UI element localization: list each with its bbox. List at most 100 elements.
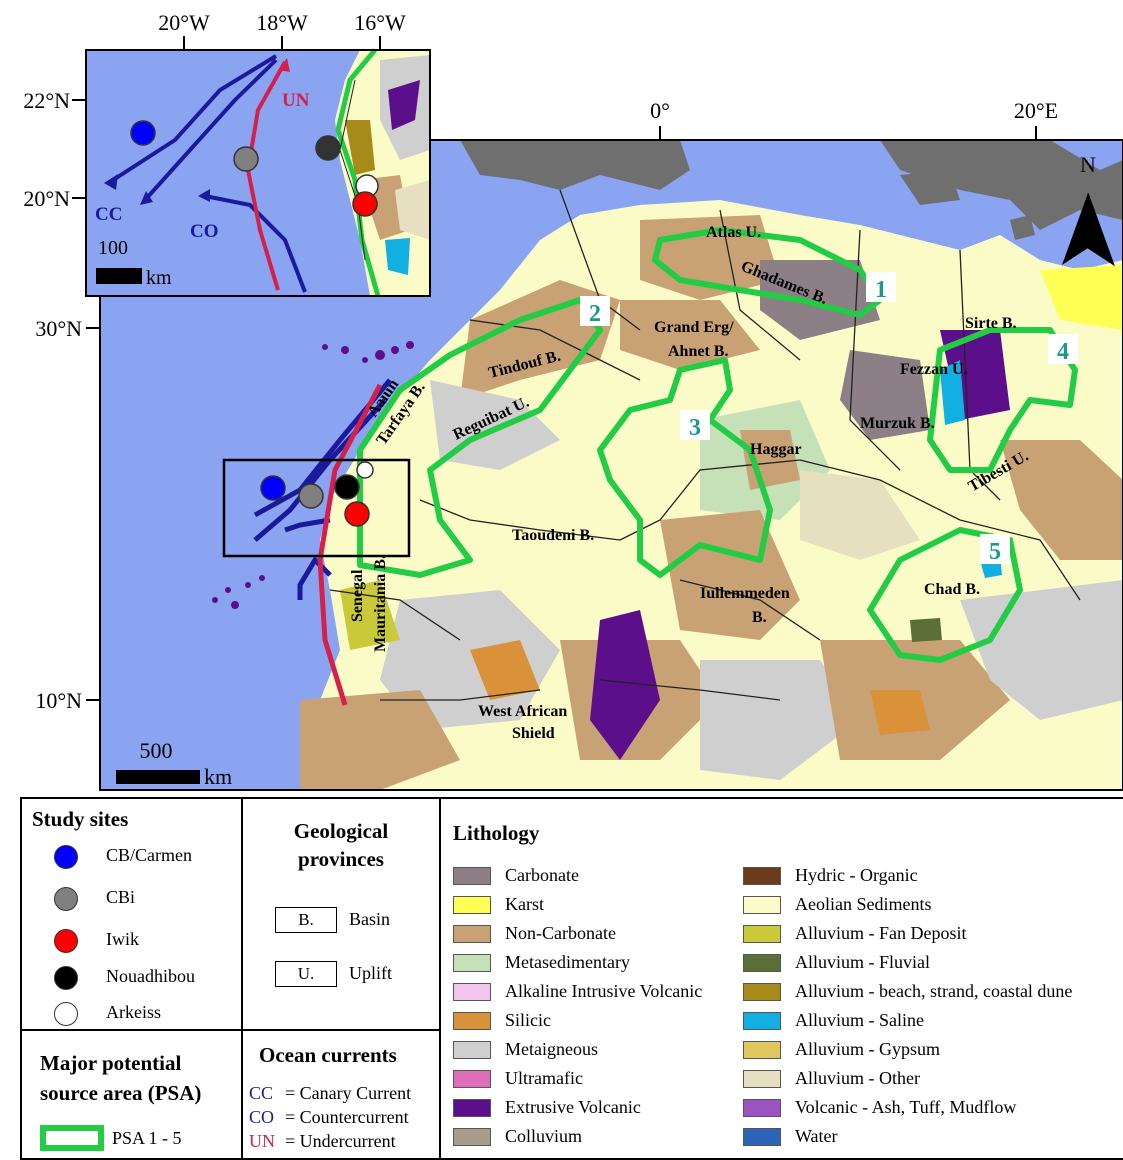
label-west-african-2: Shield — [512, 725, 555, 742]
main-map: 0° 20°E 30°N 10°N N 500 km Atlas U. Ghad… — [35, 98, 1123, 791]
label-sirte: Sirte B. — [965, 315, 1017, 332]
lithology-swatch — [743, 925, 781, 943]
legend-study-sites: Study sites CB/Carmen CBi Iwik Nouadhibo… — [20, 797, 243, 1031]
legend-psa: Major potential source area (PSA) PSA 1 … — [20, 1029, 243, 1160]
label-taoudeni: Taoudeni B. — [512, 527, 594, 544]
psa-1-outline — [652, 227, 883, 318]
label-fezzan: Fezzan U. — [900, 361, 968, 378]
north-arrow-icon — [1062, 192, 1115, 267]
study-sites-title: Study sites — [32, 807, 129, 831]
lithology-swatch — [453, 867, 491, 885]
lithology-swatch — [743, 896, 781, 914]
lithology-label: Karst — [505, 894, 544, 914]
basin-label: Basin — [349, 909, 391, 929]
label-grand-erg-1: Grand Erg/ — [654, 319, 734, 336]
lithology-label: Volcanic - Ash, Tuff, Mudflow — [795, 1097, 1017, 1117]
psa-outlines — [357, 227, 1078, 663]
site-marker-cbi — [54, 887, 78, 911]
lithology-swatch — [453, 925, 491, 943]
currents-title: Ocean currents — [259, 1043, 397, 1067]
lithology-label: Alluvium - beach, strand, coastal dune — [795, 981, 1073, 1001]
lon-tick-20e: 20°E — [1014, 98, 1058, 123]
label-senegal: Senegal — [349, 569, 366, 622]
inset-lat-22n: 22°N — [23, 88, 70, 113]
label-grand-erg-2: Ahnet B. — [668, 343, 728, 360]
lithology-swatch — [743, 1099, 781, 1117]
lithology-label: Carbonate — [505, 865, 579, 885]
lithology-swatch — [453, 954, 491, 972]
provinces-title-2: provinces — [298, 847, 384, 871]
lat-tick-30n: 30°N — [35, 316, 82, 341]
inset-scale-bar — [96, 268, 142, 284]
inset-lon-20w: 20°W — [158, 10, 210, 35]
region-labels: Atlas U. Ghadames B. Grand Erg/ Ahnet B.… — [349, 224, 1031, 742]
lithology-label: Aeolian Sediments — [795, 894, 932, 914]
lithology-label: Alluvium - Gypsum — [795, 1039, 941, 1059]
inset-scale-unit: km — [146, 267, 172, 289]
label-murzuk: Murzuk B. — [860, 415, 935, 432]
inset-site-markers — [130, 120, 379, 217]
site-label-nouadhibou: Nouadhibou — [106, 966, 195, 986]
lithology-label: Non-Carbonate — [505, 923, 616, 943]
lithology-swatch — [453, 983, 491, 1001]
label-atlas: Atlas U. — [706, 224, 761, 241]
psa-number-4: 4 — [1057, 339, 1069, 365]
psa-2-outline — [357, 297, 603, 578]
psa-label: PSA 1 - 5 — [112, 1128, 182, 1148]
label-mauritania: Mauritania B. — [372, 555, 389, 652]
europe-landmass — [460, 140, 690, 190]
main-site-markers — [260, 461, 374, 527]
label-iullemmeden-1: Iullemmeden — [700, 585, 790, 602]
site-label-cb-carmen: CB/Carmen — [106, 845, 192, 865]
lithology-label: Colluvium — [505, 1126, 583, 1146]
psa-number-boxes: 1 2 3 4 5 — [580, 272, 1078, 565]
current-abbr-un: UN — [249, 1131, 275, 1151]
current-abbr-co: CO — [249, 1107, 275, 1127]
inset-lon-16w: 16°W — [354, 10, 406, 35]
lithology-label: Extrusive Volcanic — [505, 1097, 641, 1117]
lithology-label: Alluvium - Saline — [795, 1010, 924, 1030]
lithology-label: Water — [795, 1126, 838, 1146]
lithology-title: Lithology — [453, 821, 540, 845]
label-iullemmeden-2: B. — [752, 609, 767, 626]
lithology-swatch — [453, 1012, 491, 1030]
site-marker-nouadhibou — [54, 966, 78, 990]
lithology-label: Silicic — [505, 1010, 551, 1030]
current-label-un: = Undercurrent — [285, 1131, 396, 1151]
psa-5-outline — [867, 527, 1023, 663]
lithology-swatch — [453, 1128, 491, 1146]
main-scale-value: 500 — [140, 738, 173, 763]
lithology-swatch — [453, 1041, 491, 1059]
current-label-co: = Countercurrent — [285, 1107, 409, 1127]
main-scale-bar — [116, 770, 200, 784]
site-marker-arkeiss — [54, 1002, 78, 1026]
psa-number-5: 5 — [989, 539, 1001, 565]
lithology-label: Ultramafic — [505, 1068, 583, 1088]
lithology-swatch — [453, 1070, 491, 1088]
provinces-title-1: Geological — [293, 819, 389, 843]
label-chad: Chad B. — [924, 581, 980, 598]
current-label-cc: = Canary Current — [285, 1083, 412, 1103]
label-haggar: Haggar — [750, 441, 802, 458]
italy-landmass — [880, 140, 1123, 230]
psa-number-3: 3 — [689, 415, 701, 441]
lithology-label: Alkaline Intrusive Volcanic — [505, 981, 703, 1001]
lithology-label: Hydric - Organic — [795, 865, 918, 885]
lithology-label: Alluvium - Fluvial — [795, 952, 930, 972]
lithology-label: Alluvium - Other — [795, 1068, 920, 1088]
lon-tick-0: 0° — [650, 98, 670, 123]
site-marker-cb-carmen — [54, 845, 78, 869]
psa-title-2: source area (PSA) — [40, 1081, 202, 1105]
lithology-swatch — [743, 983, 781, 1001]
site-marker-iwik — [54, 929, 78, 953]
inset-lat-20n: 20°N — [23, 186, 70, 211]
site-label-cbi: CBi — [106, 887, 136, 907]
lithology-swatch — [453, 1099, 491, 1117]
lithology-swatch — [743, 867, 781, 885]
inset-label-co: CO — [190, 221, 219, 242]
lithology-label: Metasedimentary — [505, 952, 630, 972]
current-abbr-cc: CC — [249, 1083, 274, 1103]
lithology-swatch — [453, 896, 491, 914]
label-west-african-1: West African — [478, 703, 567, 720]
